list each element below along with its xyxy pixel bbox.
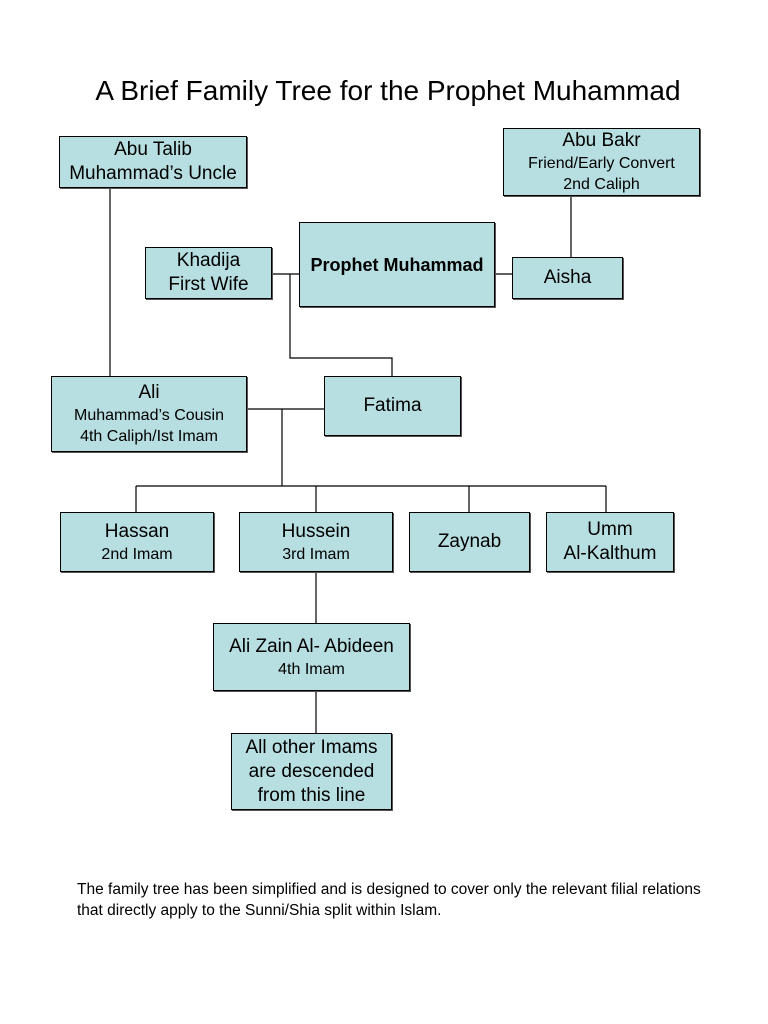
node-fatima-name: Fatima (363, 395, 422, 416)
node-zaynab-name: Zaynab (437, 531, 502, 552)
node-khadija: Khadija First Wife (145, 247, 272, 299)
node-ali-zain-title: 4th Imam (278, 660, 345, 678)
node-khadija-name: Khadija (176, 250, 241, 271)
node-abu-bakr-role: Friend/Early Convert (528, 155, 675, 172)
node-abu-talib-name: Abu Talib (114, 139, 192, 160)
node-ali: Ali Muhammad’s Cousin 4th Caliph/Ist Ima… (51, 376, 247, 452)
node-other-imams-line3: from this line (257, 784, 366, 806)
node-hussein-name: Hussein (281, 520, 351, 542)
node-umm-al-kalthum: Umm Al-Kalthum (546, 512, 674, 572)
node-ali-zain-name: Ali Zain Al- Abideen (229, 635, 394, 657)
node-abu-bakr: Abu Bakr Friend/Early Convert 2nd Caliph (503, 128, 700, 196)
node-umm-al-kalthum-line2: Al-Kalthum (563, 543, 657, 564)
node-other-imams: All other Imams are descended from this … (231, 733, 392, 810)
node-ali-role: Muhammad’s Cousin (74, 407, 224, 424)
node-other-imams-line1: All other Imams (245, 736, 378, 758)
node-abu-bakr-title: 2nd Caliph (563, 176, 640, 193)
node-ali-name: Ali (138, 382, 160, 403)
node-hussein: Hussein 3rd Imam (239, 512, 393, 572)
node-aisha: Aisha (512, 257, 623, 299)
node-ali-zain-al-abideen: Ali Zain Al- Abideen 4th Imam (213, 623, 410, 691)
node-other-imams-line2: are descended (248, 760, 375, 782)
node-abu-talib: Abu Talib Muhammad’s Uncle (59, 136, 247, 188)
node-prophet-muhammad-name: Prophet Muhammad (310, 254, 484, 275)
node-hassan-name: Hassan (104, 520, 170, 542)
node-fatima: Fatima (324, 376, 461, 436)
node-hassan-title: 2nd Imam (101, 545, 173, 563)
node-abu-bakr-name: Abu Bakr (562, 130, 641, 151)
node-abu-talib-role: Muhammad’s Uncle (69, 163, 237, 184)
node-aisha-name: Aisha (543, 267, 592, 288)
node-hassan: Hassan 2nd Imam (60, 512, 214, 572)
node-prophet-muhammad: Prophet Muhammad (299, 222, 495, 307)
node-khadija-role: First Wife (168, 274, 249, 295)
footnote: The family tree has been simplified and … (77, 881, 701, 919)
page-title: A Brief Family Tree for the Prophet Muha… (95, 75, 681, 106)
node-hussein-title: 3rd Imam (282, 545, 350, 563)
connector-parents-fatima (289, 274, 393, 376)
node-umm-al-kalthum-line1: Umm (587, 519, 633, 540)
node-zaynab: Zaynab (409, 512, 530, 572)
node-ali-title: 4th Caliph/Ist Imam (80, 428, 218, 445)
